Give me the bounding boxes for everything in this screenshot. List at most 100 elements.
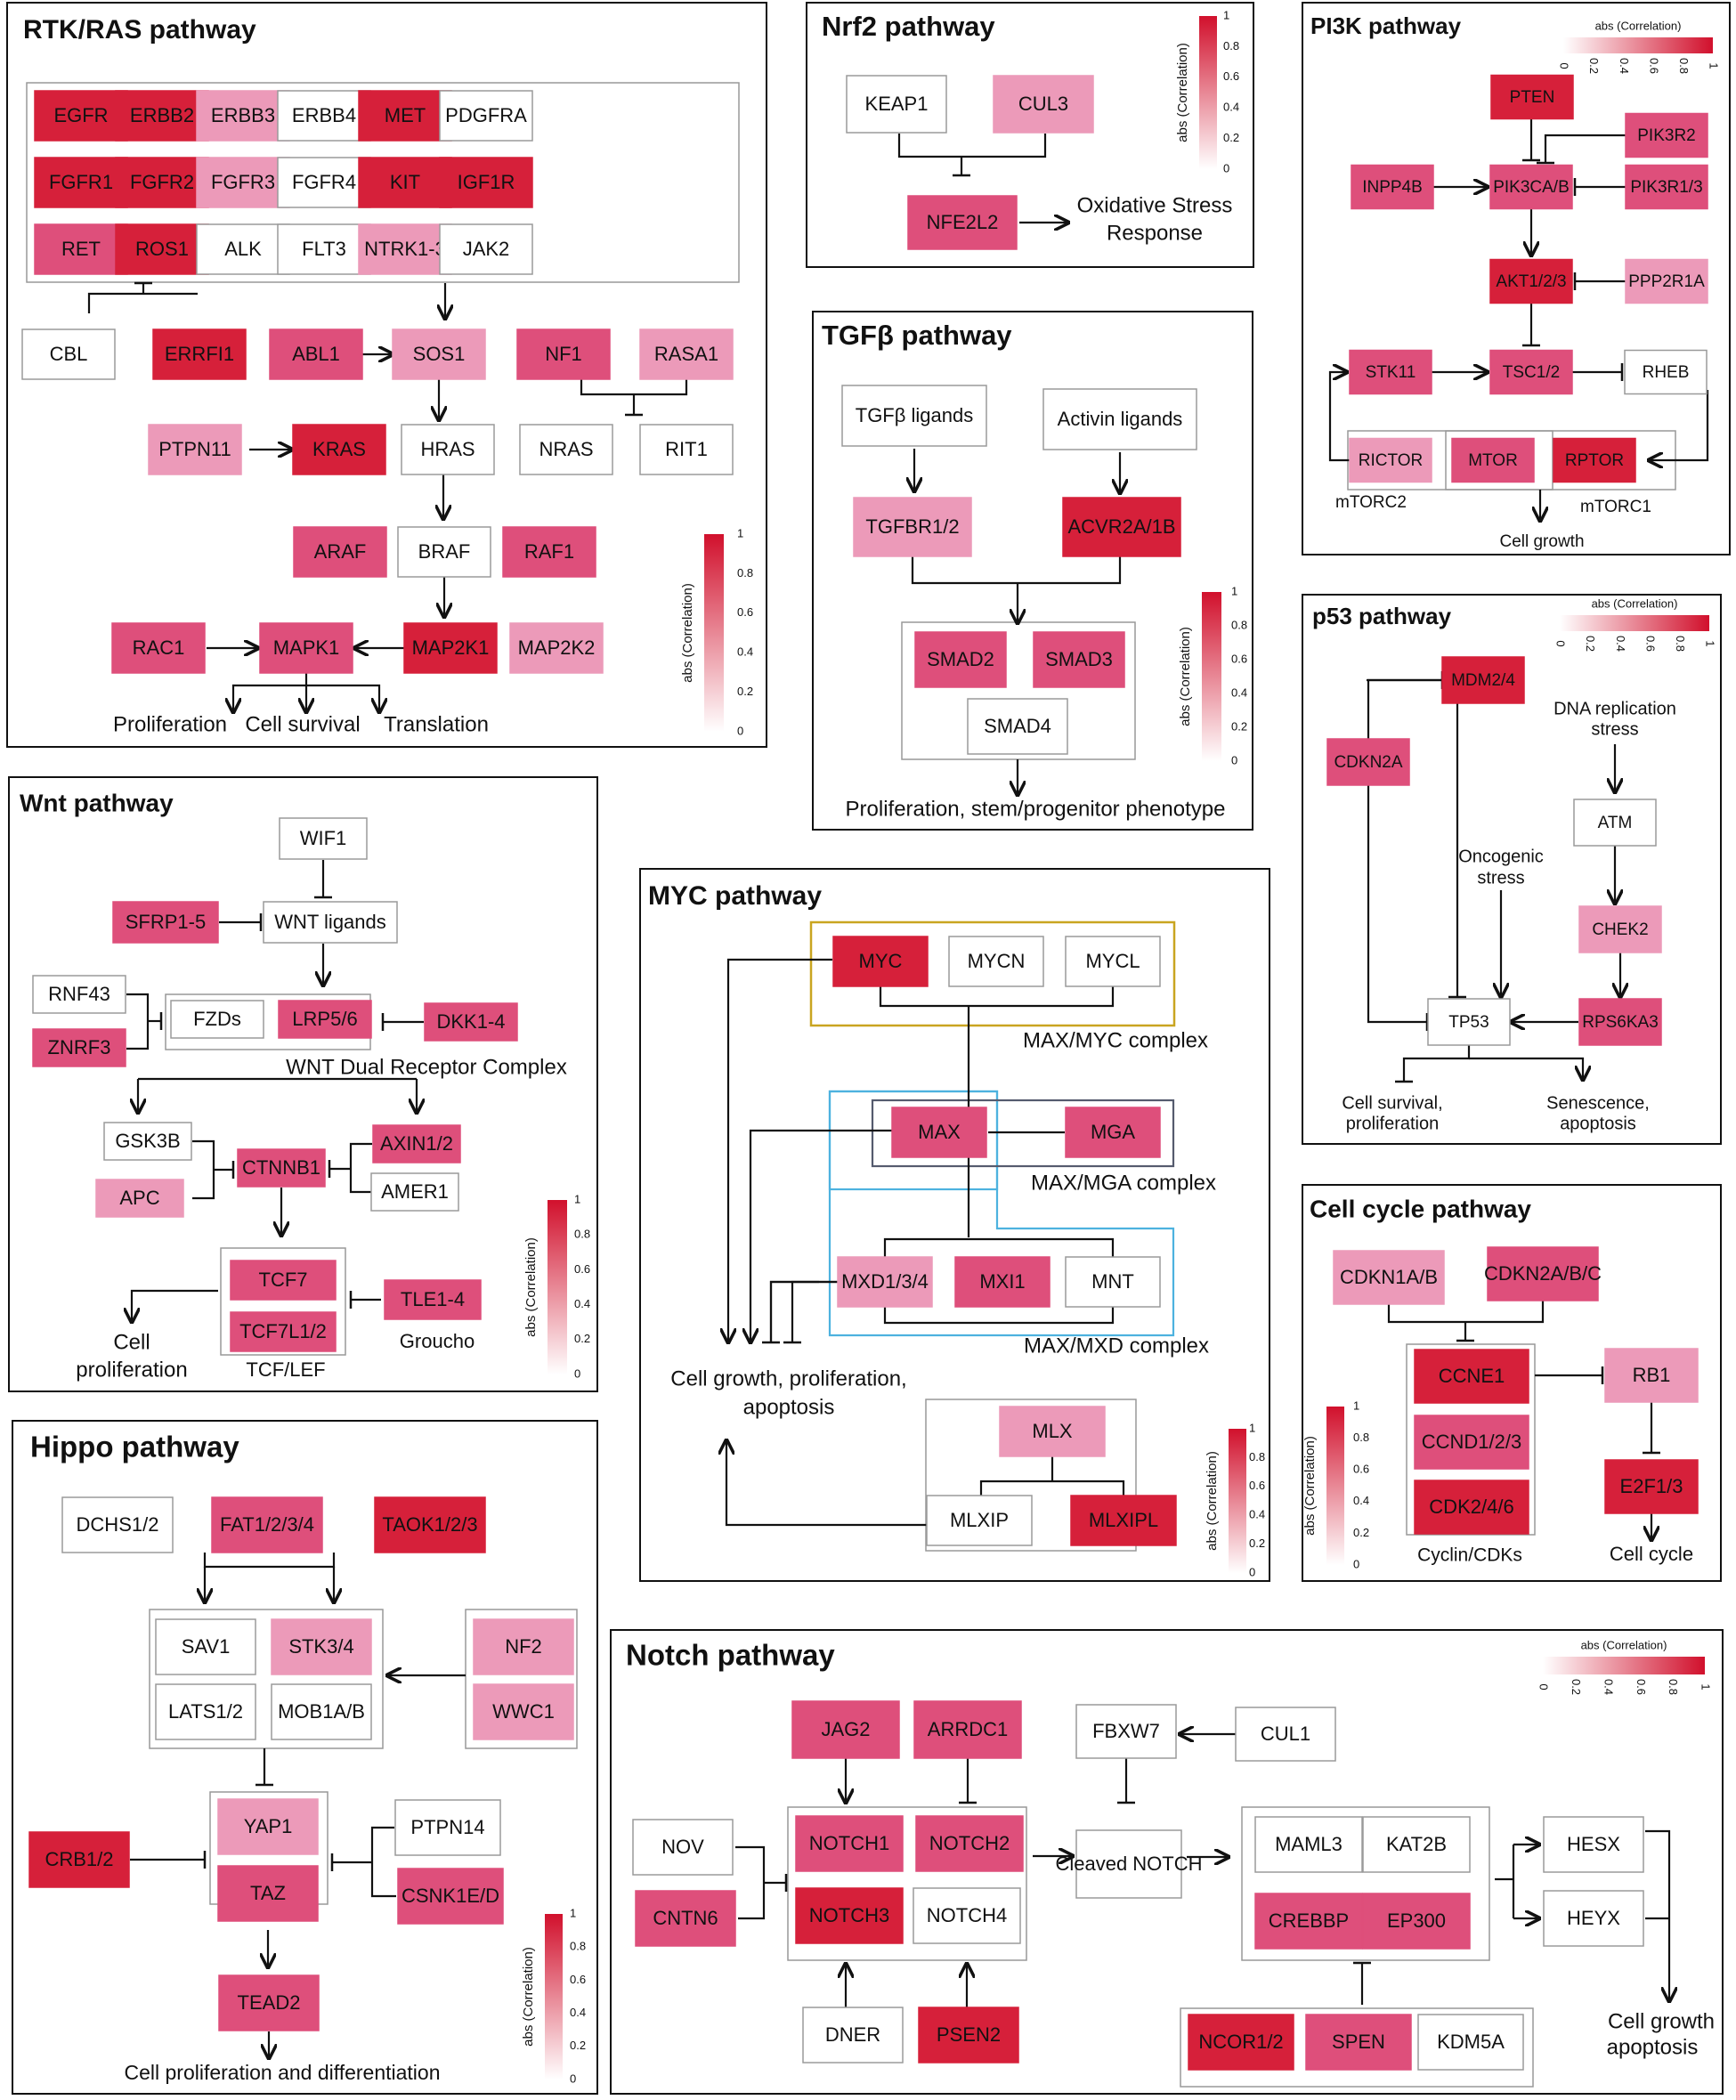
gene-label-erbb4: ERBB4 (292, 104, 356, 126)
gene-box-flt3 (277, 223, 371, 275)
gene-label-ccnd1-2-3: CCND1/2/3 (1422, 1431, 1521, 1453)
gene-box-ctnnb1 (237, 1148, 326, 1188)
line-edge (911, 556, 1122, 585)
scale-tick-0-2: 0.2 (1249, 1536, 1265, 1550)
line-edge (349, 1142, 372, 1194)
gene-label-wnt-ligands: WNT ligands (274, 911, 386, 933)
gene-label-pik3r1-3: PIK3R1/3 (1630, 178, 1702, 197)
tee-edge (762, 1280, 839, 1344)
gene-box-cul3 (993, 75, 1094, 134)
scale-tick-1: 1 (1223, 8, 1229, 21)
arrow-edge (233, 673, 308, 712)
gene-label-lrp5-6: LRP5/6 (292, 1008, 357, 1030)
gene-box-maml3 (1254, 1816, 1363, 1873)
gene-label-chek2: CHEK2 (1592, 920, 1648, 939)
gene-label-abl1: ABL1 (292, 343, 340, 365)
gene-box-nov (632, 1819, 734, 1876)
gene-label-fzds: FZDs (193, 1008, 241, 1030)
gene-box-braf (397, 526, 491, 578)
label-cell: Cell (113, 1330, 150, 1354)
scale-tick-0-4: 0.4 (1231, 685, 1247, 699)
gene-box-fgfr2 (115, 157, 209, 208)
gene-box-fat1-2-3-4 (211, 1496, 323, 1553)
gene-label-crebbp: CREBBP (1269, 1909, 1349, 1932)
tgfb-panel (812, 311, 1253, 831)
arrow-edge (132, 1289, 218, 1322)
p53-panel-title: p53 pathway (1312, 603, 1452, 629)
gene-label-ppp2r1a: PPP2R1A (1628, 272, 1705, 291)
gene-label-ctnnb1: CTNNB1 (242, 1156, 320, 1179)
arrow-edge (1469, 1057, 1583, 1080)
color-scale-bar (1202, 592, 1221, 761)
gene-label-rasa1: RASA1 (654, 343, 718, 365)
scale-tick-0-6: 0.6 (1635, 1679, 1648, 1695)
gene-label-cul1: CUL1 (1261, 1723, 1310, 1745)
scale-tick-0-6: 0.6 (1231, 652, 1247, 665)
gene-box-tcf7l1-2 (230, 1311, 337, 1352)
gene-box-dchs1-2 (61, 1496, 174, 1553)
gene-box-tgfbr1-2 (853, 497, 972, 557)
gene-box-mxd1-3-4 (837, 1256, 933, 1308)
color-scale-bar (548, 1200, 567, 1374)
gene-label-dchs1-2: DCHS1/2 (77, 1513, 159, 1536)
gene-label-ccne1: CCNE1 (1439, 1365, 1505, 1387)
gene-label-stk11: STK11 (1366, 363, 1416, 382)
gene-box-mapk1 (259, 622, 353, 674)
gene-label-csnk1e-d: CSNK1E/D (402, 1885, 499, 1907)
gene-label-cntn6: CNTN6 (653, 1907, 718, 1929)
gene-box-chek2 (1578, 905, 1662, 953)
label-apoptosis: apoptosis (743, 1395, 835, 1419)
scale-label: abs (Correlation) (1205, 1451, 1220, 1551)
gene-box-psen2 (918, 2007, 1019, 2064)
arrow-edge (1649, 390, 1709, 460)
gene-label-max: MAX (918, 1121, 961, 1143)
gene-box-igf1r (439, 157, 533, 208)
gene-box-tsc1-2 (1489, 349, 1573, 395)
gene-label-mlxip: MLXIP (950, 1509, 1009, 1531)
gene-label-amer1: AMER1 (381, 1180, 449, 1203)
gene-label-rnf43: RNF43 (48, 983, 110, 1005)
color-scale-bar (1326, 1407, 1344, 1565)
output-proliferation-stem: Proliferation, stem/progenitor phenotype (846, 797, 1226, 821)
scale-tick-1: 1 (1699, 1683, 1713, 1690)
gene-box-keap1 (846, 75, 947, 134)
gene-label-dkk1-4: DKK1-4 (436, 1010, 505, 1033)
gene-label-arrdc1: ARRDC1 (928, 1718, 1008, 1740)
gene-label-ptpn11: PTPN11 (158, 438, 231, 460)
gene-label-cbl: CBL (50, 343, 88, 365)
gene-box-ros1 (115, 223, 209, 275)
gene-box-nfe2l2 (907, 195, 1018, 250)
gene-label-tcf7l1-2: TCF7L1/2 (239, 1320, 327, 1342)
mlx-group (925, 1399, 1137, 1552)
scale-label: abs (Correlation) (521, 1947, 536, 2047)
scale-tick-0-6: 0.6 (1643, 636, 1657, 652)
gene-label-ncor1-2: NCOR1/2 (1198, 2031, 1283, 2053)
gene-label-smad4: SMAD4 (984, 715, 1051, 737)
gene-label-atm: ATM (1598, 814, 1633, 832)
arrow-edge (726, 1440, 927, 1527)
scale-tick-0-4: 0.4 (1614, 636, 1627, 652)
gene-label-fbxw7: FBXW7 (1092, 1720, 1160, 1742)
max-mga-complex-frame (871, 1099, 1175, 1168)
gene-label-ret: RET (61, 238, 101, 260)
gene-box-dkk1-4 (424, 1002, 518, 1042)
scale-tick-0-4: 0.4 (1223, 101, 1239, 114)
tee-edge (1395, 1045, 1471, 1083)
output-response: Response (1107, 221, 1203, 245)
gene-label-jag2: JAG2 (821, 1718, 870, 1740)
scale-tick-1: 1 (574, 1192, 580, 1205)
line-edge (203, 1553, 336, 1569)
gene-label-mxi1: MXI1 (979, 1270, 1025, 1293)
gene-label-map2k2: MAP2K2 (518, 636, 596, 659)
gene-box-arrdc1 (913, 1700, 1022, 1759)
gene-box-hras (401, 424, 495, 475)
gene-label-mga: MGA (1091, 1121, 1135, 1143)
label-max-mga-complex: MAX/MGA complex (1031, 1171, 1216, 1195)
gene-box-crebbp (1254, 1893, 1363, 1950)
gene-label-psen2: PSEN2 (937, 2023, 1001, 2046)
gene-label-tgfbr1-2: TGFBR1/2 (865, 515, 959, 538)
gene-box-e2f1-3 (1604, 1459, 1699, 1514)
rtk-receptor-group (26, 82, 740, 283)
line-edge (769, 1280, 839, 1342)
